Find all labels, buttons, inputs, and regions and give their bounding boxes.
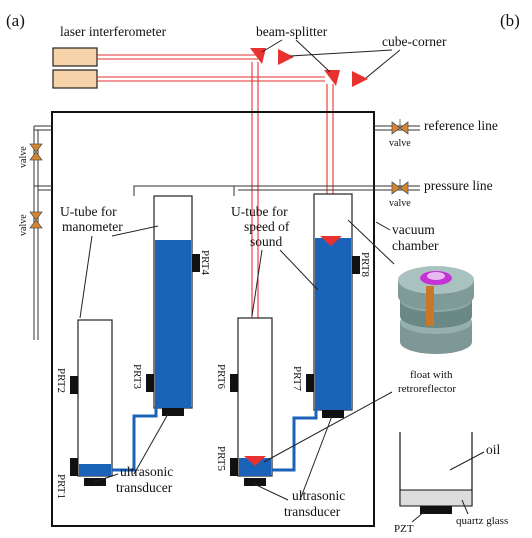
valve-label-pressure: valve <box>389 198 411 209</box>
pzt-label: PZT <box>394 523 414 535</box>
vacuum-chamber-label-1: vacuum <box>392 222 435 237</box>
vacuum-chamber <box>51 111 375 527</box>
cube-corner-1 <box>278 49 294 65</box>
valve-icon <box>391 179 409 195</box>
prt1-label: PRT1 <box>55 474 67 499</box>
ultrasonic-label-left-2: transducer <box>116 480 173 495</box>
prt6-label: PRT6 <box>215 364 227 390</box>
float-label-1: float with <box>410 369 453 381</box>
float-retroreflector-1 <box>244 456 266 466</box>
leader-lines <box>79 219 395 501</box>
prt1-sensor <box>70 458 78 476</box>
prt3-sensor <box>146 374 154 392</box>
ultrasonic-transducer-4 <box>322 410 344 418</box>
ultrasonic-label-right-1: ultrasonic <box>292 488 345 503</box>
valve-label-reference: valve <box>389 138 411 149</box>
pressure-line-label: pressure line <box>424 178 493 193</box>
prt8-sensor <box>352 256 360 274</box>
float-label-2: retroreflector <box>398 383 456 395</box>
ultrasonic-transducer-2 <box>162 408 184 416</box>
prt4-label: PRT4 <box>199 250 211 276</box>
utube-manometer <box>77 195 193 477</box>
cube-corner-label: cube-corner <box>382 34 447 49</box>
quartz-glass-label: quartz glass <box>456 515 508 527</box>
cube-corner-2 <box>352 71 368 87</box>
float-retroreflector-2 <box>320 236 342 246</box>
prt7-label: PRT7 <box>291 366 303 392</box>
utube-sound-label-1: U-tube for <box>231 204 288 219</box>
utube-sound-label-2: speed of <box>244 219 290 234</box>
prt4-sensor <box>192 254 200 272</box>
beam-splitter-2 <box>324 70 340 86</box>
panel-label-a: (a) <box>6 11 25 30</box>
valve-icon <box>29 143 43 161</box>
beam-splitter-1 <box>250 48 266 64</box>
valve-label-left-1: valve <box>18 146 29 168</box>
valve-icon <box>391 119 409 135</box>
valve-label-left-2: valve <box>18 214 29 236</box>
utube-manometer-label-1: U-tube for <box>60 204 117 219</box>
gas-lines <box>33 125 420 340</box>
oil-cell <box>399 432 473 514</box>
oil-label: oil <box>486 442 501 457</box>
float-illustration <box>398 266 474 354</box>
valve-icon <box>29 211 43 229</box>
prt2-sensor <box>70 376 78 394</box>
prt5-label: PRT5 <box>215 446 227 472</box>
ultrasonic-label-left-1: ultrasonic <box>120 464 173 479</box>
beam-splitter-label: beam-splitter <box>256 24 328 39</box>
utube-sound-label-3: sound <box>250 234 283 249</box>
vacuum-chamber-label-2: chamber <box>392 238 439 253</box>
utube-speed-of-sound <box>237 193 353 477</box>
prt3-label: PRT3 <box>131 364 143 390</box>
laser-interferometer-label: laser interferometer <box>60 24 167 39</box>
laser-beams <box>97 54 334 468</box>
prt8-label: PRT8 <box>359 252 371 278</box>
prt6-sensor <box>230 374 238 392</box>
panel-label-b: (b) <box>500 11 520 30</box>
laser-interferometer-2 <box>52 69 98 89</box>
prt5-sensor <box>230 458 238 476</box>
reference-line-label: reference line <box>424 118 498 133</box>
prt2-label: PRT2 <box>55 368 67 393</box>
ultrasonic-label-right-2: transducer <box>284 504 341 519</box>
ultrasonic-transducer-3 <box>244 478 266 486</box>
laser-interferometer-1 <box>52 47 98 67</box>
utube-manometer-label-2: manometer <box>62 219 123 234</box>
prt7-sensor <box>306 374 314 392</box>
